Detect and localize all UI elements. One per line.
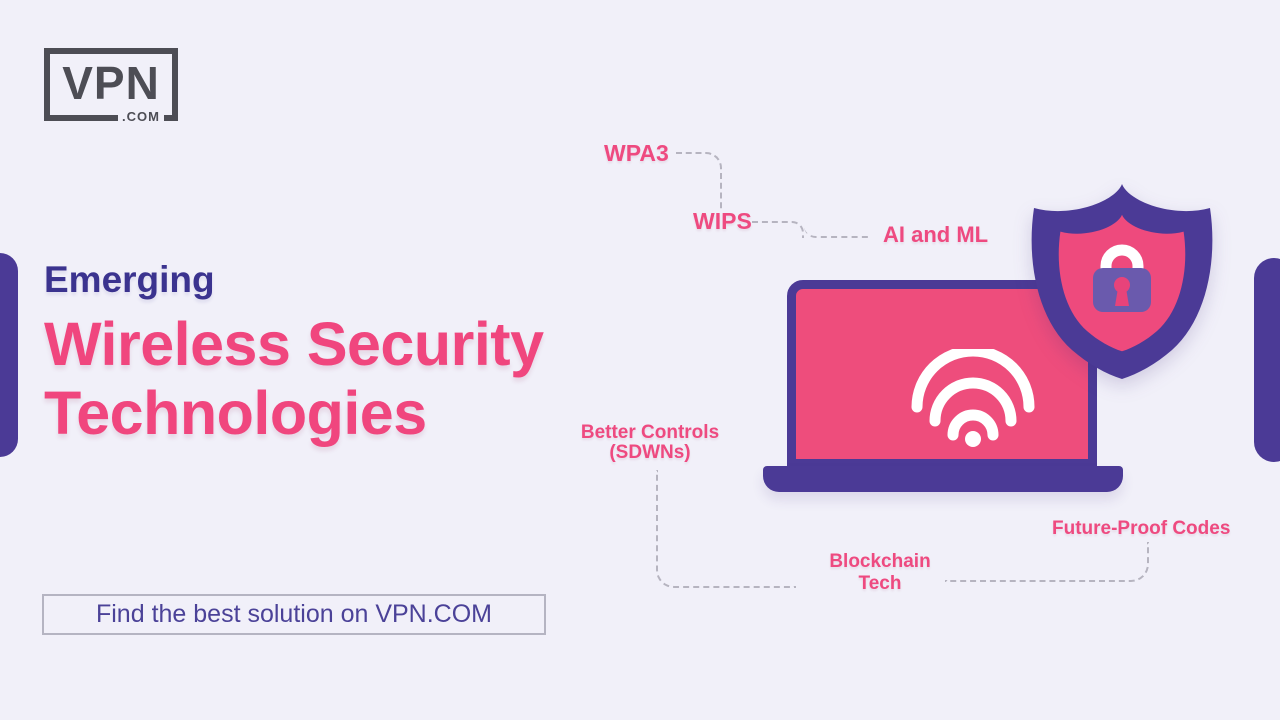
headline-eyebrow: Emerging: [44, 259, 215, 300]
vpn-logo-text: VPN: [62, 56, 160, 109]
connector-wips-to-aiml-line-lower: [804, 223, 870, 238]
callout-blockchain-line1: Blockchain: [829, 551, 931, 572]
left-edge-pill-shape: [0, 253, 18, 457]
callout-better-controls: Better Controls (SDWNs): [566, 423, 734, 463]
connector-wips-to-aiml-line-upper: [752, 221, 804, 238]
callout-blockchain-line2: Tech: [858, 573, 902, 594]
page-title-line2: Technologies: [44, 379, 427, 447]
security-shield-icon: [1031, 184, 1213, 379]
callout-wips: WIPS: [693, 208, 752, 234]
laptop-base: [763, 466, 1123, 492]
cta-banner: Find the best solution on VPN.COM: [42, 594, 546, 635]
cta-banner-text: Find the best solution on VPN.COM: [95, 600, 493, 628]
right-edge-pill-shape: [1254, 258, 1280, 462]
callout-wpa3: WPA3: [604, 140, 669, 166]
page-title: Wireless Security Technologies: [44, 310, 544, 448]
page-title-line1: Wireless Security: [44, 310, 544, 378]
callout-ai-and-ml: AI and ML: [883, 222, 989, 247]
callout-better-controls-line2: (SDWNs): [609, 442, 691, 463]
connector-blockchain-to-futureproof-line: [945, 542, 1149, 582]
callout-better-controls-line1: Better Controls: [580, 422, 720, 443]
wifi-icon: [911, 349, 1035, 447]
vpn-logo: VPN .COM: [44, 48, 178, 124]
callout-blockchain-tech: Blockchain Tech: [818, 551, 942, 595]
connector-sdwn-to-blockchain-line: [656, 470, 796, 588]
headline-block: Emerging Wireless Security Technologies: [44, 258, 544, 448]
connector-wpa3-to-wips-line: [676, 152, 722, 209]
laptop-illustration: [763, 278, 1123, 494]
vpn-logo-suffix: .COM: [118, 109, 164, 124]
lock-icon: [1093, 244, 1151, 312]
callout-future-proof-codes: Future-Proof Codes: [1052, 518, 1231, 539]
